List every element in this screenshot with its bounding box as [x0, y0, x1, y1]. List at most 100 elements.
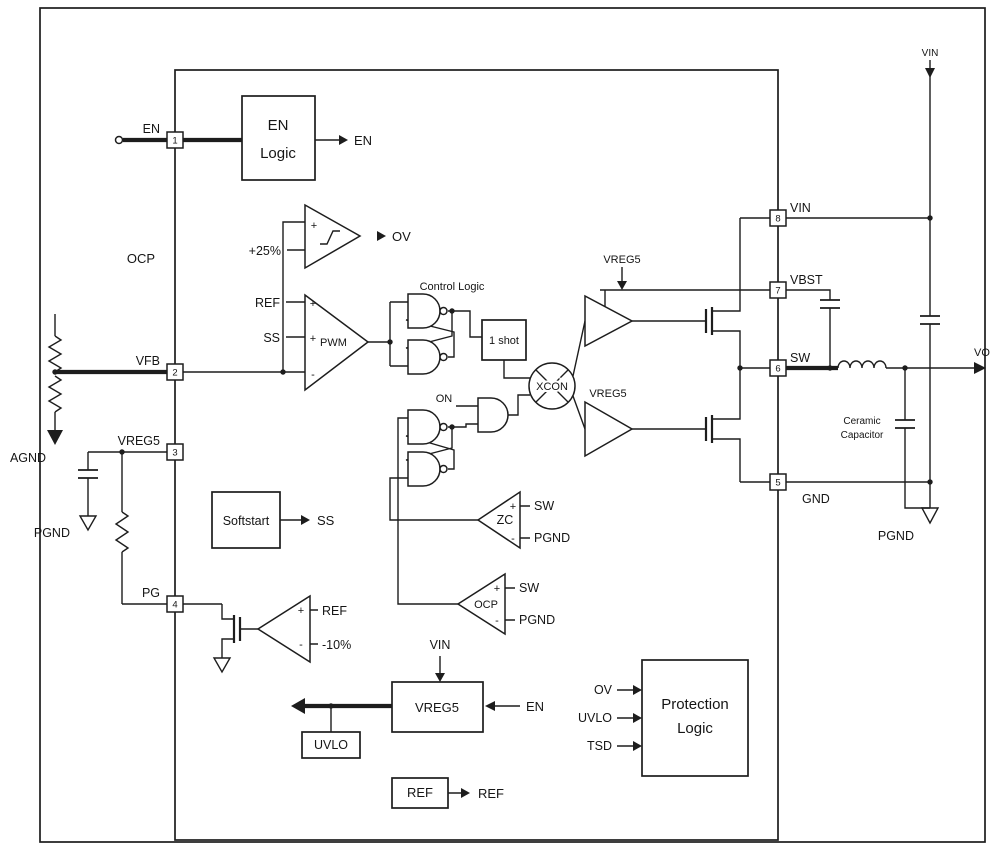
- wire-ocp-out: [397, 417, 458, 605]
- highside-mosfet: [704, 307, 714, 335]
- lowside-driver: [584, 400, 634, 458]
- ocp-plus-sign: +: [494, 583, 500, 595]
- inductor: [837, 360, 887, 369]
- protection-title-2: Logic: [677, 720, 713, 737]
- en-logic-title-2: Logic: [260, 145, 296, 162]
- wire-ls-fet-leads: [712, 368, 741, 482]
- softstart-block: [211, 491, 281, 549]
- vreg5-en-label: EN: [526, 699, 544, 714]
- arrow-ov-out: [377, 231, 386, 241]
- capacitor-vreg5: [78, 469, 98, 479]
- xcon-label: XCON: [536, 381, 568, 393]
- pg-plus-sign: +: [298, 605, 304, 617]
- vo-label: VO: [974, 347, 990, 359]
- protection-uvlo-label: UVLO: [578, 711, 612, 725]
- ss-out-label: SS: [317, 513, 335, 528]
- nand-gate-a-bubble: [439, 306, 448, 316]
- wire-one-shot-out: [503, 360, 530, 379]
- pin-vbst-label: VBST: [790, 273, 823, 287]
- pgnd-left-label: PGND: [34, 526, 70, 540]
- wire-output-cap: [904, 368, 930, 509]
- lowside-mosfet: [704, 415, 714, 443]
- pin-6-number: 6: [775, 364, 780, 375]
- arrow-en-to-vreg5: [485, 701, 495, 711]
- protection-logic-block: [641, 659, 749, 777]
- arrow-vin-supply: [925, 68, 935, 78]
- zc-minus-sign: -: [511, 533, 515, 545]
- wire-xcon-drivers: [572, 320, 586, 430]
- arrow-vo: [974, 362, 986, 374]
- wire-latch-b-out: [405, 319, 455, 358]
- pin-en-label: EN: [143, 122, 160, 136]
- ref-out-label: REF: [478, 786, 504, 801]
- ov-threshold-label: +25%: [249, 244, 281, 258]
- ov-plus-sign: +: [311, 220, 317, 232]
- pin-sw-label: SW: [790, 351, 810, 365]
- resistor-divider-top: [47, 335, 63, 373]
- ov-out-label: OV: [392, 229, 411, 244]
- ceramic-cap-label-1: Ceramic: [843, 416, 880, 427]
- arrow-en-out: [339, 135, 348, 145]
- arrow-tsd-in: [633, 741, 642, 751]
- arrow-uvlo-in: [633, 713, 642, 723]
- ocp-region-label: OCP: [127, 251, 155, 266]
- arrow-ov-in: [633, 685, 642, 695]
- on-label: ON: [436, 393, 453, 405]
- passives: [47, 135, 940, 674]
- pin-gnd-label: GND: [802, 492, 830, 506]
- pin-3-number: 3: [172, 448, 177, 459]
- ocp-label: OCP: [474, 599, 498, 611]
- pg-comparator: [256, 594, 311, 664]
- resistor-divider-bottom: [47, 375, 63, 413]
- wire-pwm-out: [368, 301, 408, 367]
- arrow-vreg5-out: [291, 698, 305, 714]
- en-logic-out-label: EN: [354, 133, 372, 148]
- pin-8-number: 8: [775, 214, 780, 225]
- wire-latch-d-out: [405, 435, 455, 470]
- arrowheads: [291, 68, 986, 798]
- pin-pg-label: PG: [142, 586, 160, 600]
- pg-minus-sign: -: [299, 639, 303, 651]
- ref-block-label: REF: [407, 785, 433, 800]
- pg-mosfet: [232, 615, 242, 643]
- arrow-vin-to-vreg5: [435, 673, 445, 682]
- pin-4-number: 4: [172, 600, 177, 611]
- wire-internal-rails: [740, 217, 770, 483]
- nand-gate-d: [407, 451, 441, 487]
- labels: 1 2 3 4 8 7 6 5 EN VFB VREG5 PG VIN VBST…: [10, 48, 990, 801]
- one-shot-block: [481, 319, 527, 361]
- pg-minus10-label: -10%: [322, 638, 351, 652]
- en-logic-block: [241, 95, 316, 181]
- ref-block: [391, 777, 449, 809]
- pwm-comparator: [304, 293, 370, 392]
- wire-vbst-internal: [600, 267, 770, 307]
- protection-tsd-label: TSD: [587, 739, 612, 753]
- nand-gate-d-bubble: [439, 464, 448, 474]
- pin-5-number: 5: [775, 478, 780, 489]
- wire-and-out: [508, 394, 530, 416]
- wire-vreg5-pin-external: [87, 451, 175, 604]
- capacitor-input: [920, 315, 940, 325]
- ocp-minus-sign: -: [495, 615, 499, 627]
- one-shot-label: 1 shot: [489, 335, 519, 347]
- agnd-symbol: [47, 430, 63, 445]
- pins: [166, 131, 787, 613]
- pin-8-vin: [769, 209, 787, 227]
- arrow-ref-out: [461, 788, 470, 798]
- pwm-ref-label: REF: [255, 296, 280, 310]
- protection-title-1: Protection: [661, 696, 729, 713]
- pg-ref-label: REF: [322, 604, 347, 618]
- pin-2-vfb: [166, 363, 184, 381]
- pin-7-vbst: [769, 281, 787, 299]
- zc-plus-sign: +: [510, 501, 516, 513]
- pin-vfb-label: VFB: [136, 354, 160, 368]
- vin-supply-label: VIN: [922, 48, 939, 59]
- capacitor-bootstrap: [820, 299, 840, 309]
- wire-vbst-external: [786, 289, 831, 368]
- pwm-minus-sign: -: [311, 369, 315, 381]
- pin-1-en: [166, 131, 184, 149]
- en-logic-title-1: EN: [268, 117, 289, 134]
- pwm-label: PWM: [320, 337, 347, 349]
- wires: [54, 60, 974, 794]
